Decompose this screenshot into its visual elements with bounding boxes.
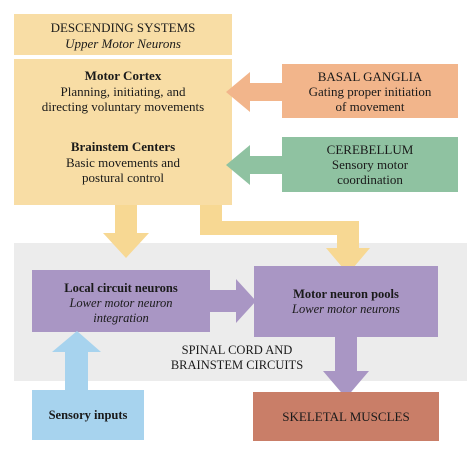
basal-ganglia-line1: Gating proper initiation (309, 84, 432, 99)
descending-systems-header (14, 14, 232, 55)
cerebellum-line2: coordination (337, 172, 403, 187)
descending-systems-main-box (14, 59, 232, 205)
skeletal-muscles-box (253, 392, 439, 441)
sensory-inputs-label: Sensory inputs (49, 408, 128, 422)
basal-ganglia-title: BASAL GANGLIA (318, 69, 423, 84)
arrow-local-circuit-to-motor-pools (210, 279, 256, 323)
local-circuit-title: Local circuit neurons (64, 281, 178, 295)
arrow-brainstem-to-local-circuit (103, 205, 149, 258)
arrow-basal-ganglia-to-cortex (226, 72, 282, 112)
descending-subtitle: Upper Motor Neurons (65, 36, 181, 51)
basal-ganglia-line2: of movement (336, 99, 405, 114)
spinal-label-line2: BRAINSTEM CIRCUITS (171, 358, 303, 372)
motor-cortex-line1: Planning, initiating, and (61, 84, 186, 99)
local-circuit-line1: Lower motor neuron (68, 296, 172, 310)
arrow-cortex-to-motor-pools (200, 205, 370, 274)
cerebellum-title: CEREBELLUM (327, 142, 414, 157)
motor-cortex-line2: directing voluntary movements (42, 99, 204, 114)
arrow-cerebellum-to-brainstem (226, 145, 282, 185)
cerebellum-box (282, 137, 458, 192)
descending-title: DESCENDING SYSTEMS (51, 20, 196, 35)
spinal-label-line1: SPINAL CORD AND (182, 343, 293, 357)
brainstem-line1: Basic movements and (66, 155, 181, 170)
motor-pools-line1: Lower motor neurons (291, 302, 400, 316)
motor-pools-title: Motor neuron pools (293, 287, 399, 301)
local-circuit-neurons-box (32, 270, 210, 332)
arrow-motor-pools-to-muscles (323, 337, 369, 398)
brainstem-title: Brainstem Centers (71, 139, 175, 154)
arrow-sensory-to-local-circuit (52, 331, 101, 392)
motor-neuron-pools-box (254, 266, 438, 337)
local-circuit-line2: integration (93, 311, 149, 325)
brainstem-line2: postural control (82, 170, 164, 185)
motor-cortex-title: Motor Cortex (85, 68, 162, 83)
skeletal-muscles-label: SKELETAL MUSCLES (282, 409, 409, 424)
cerebellum-line1: Sensory motor (332, 157, 409, 172)
basal-ganglia-box (282, 64, 458, 118)
sensory-inputs-box (32, 390, 144, 440)
